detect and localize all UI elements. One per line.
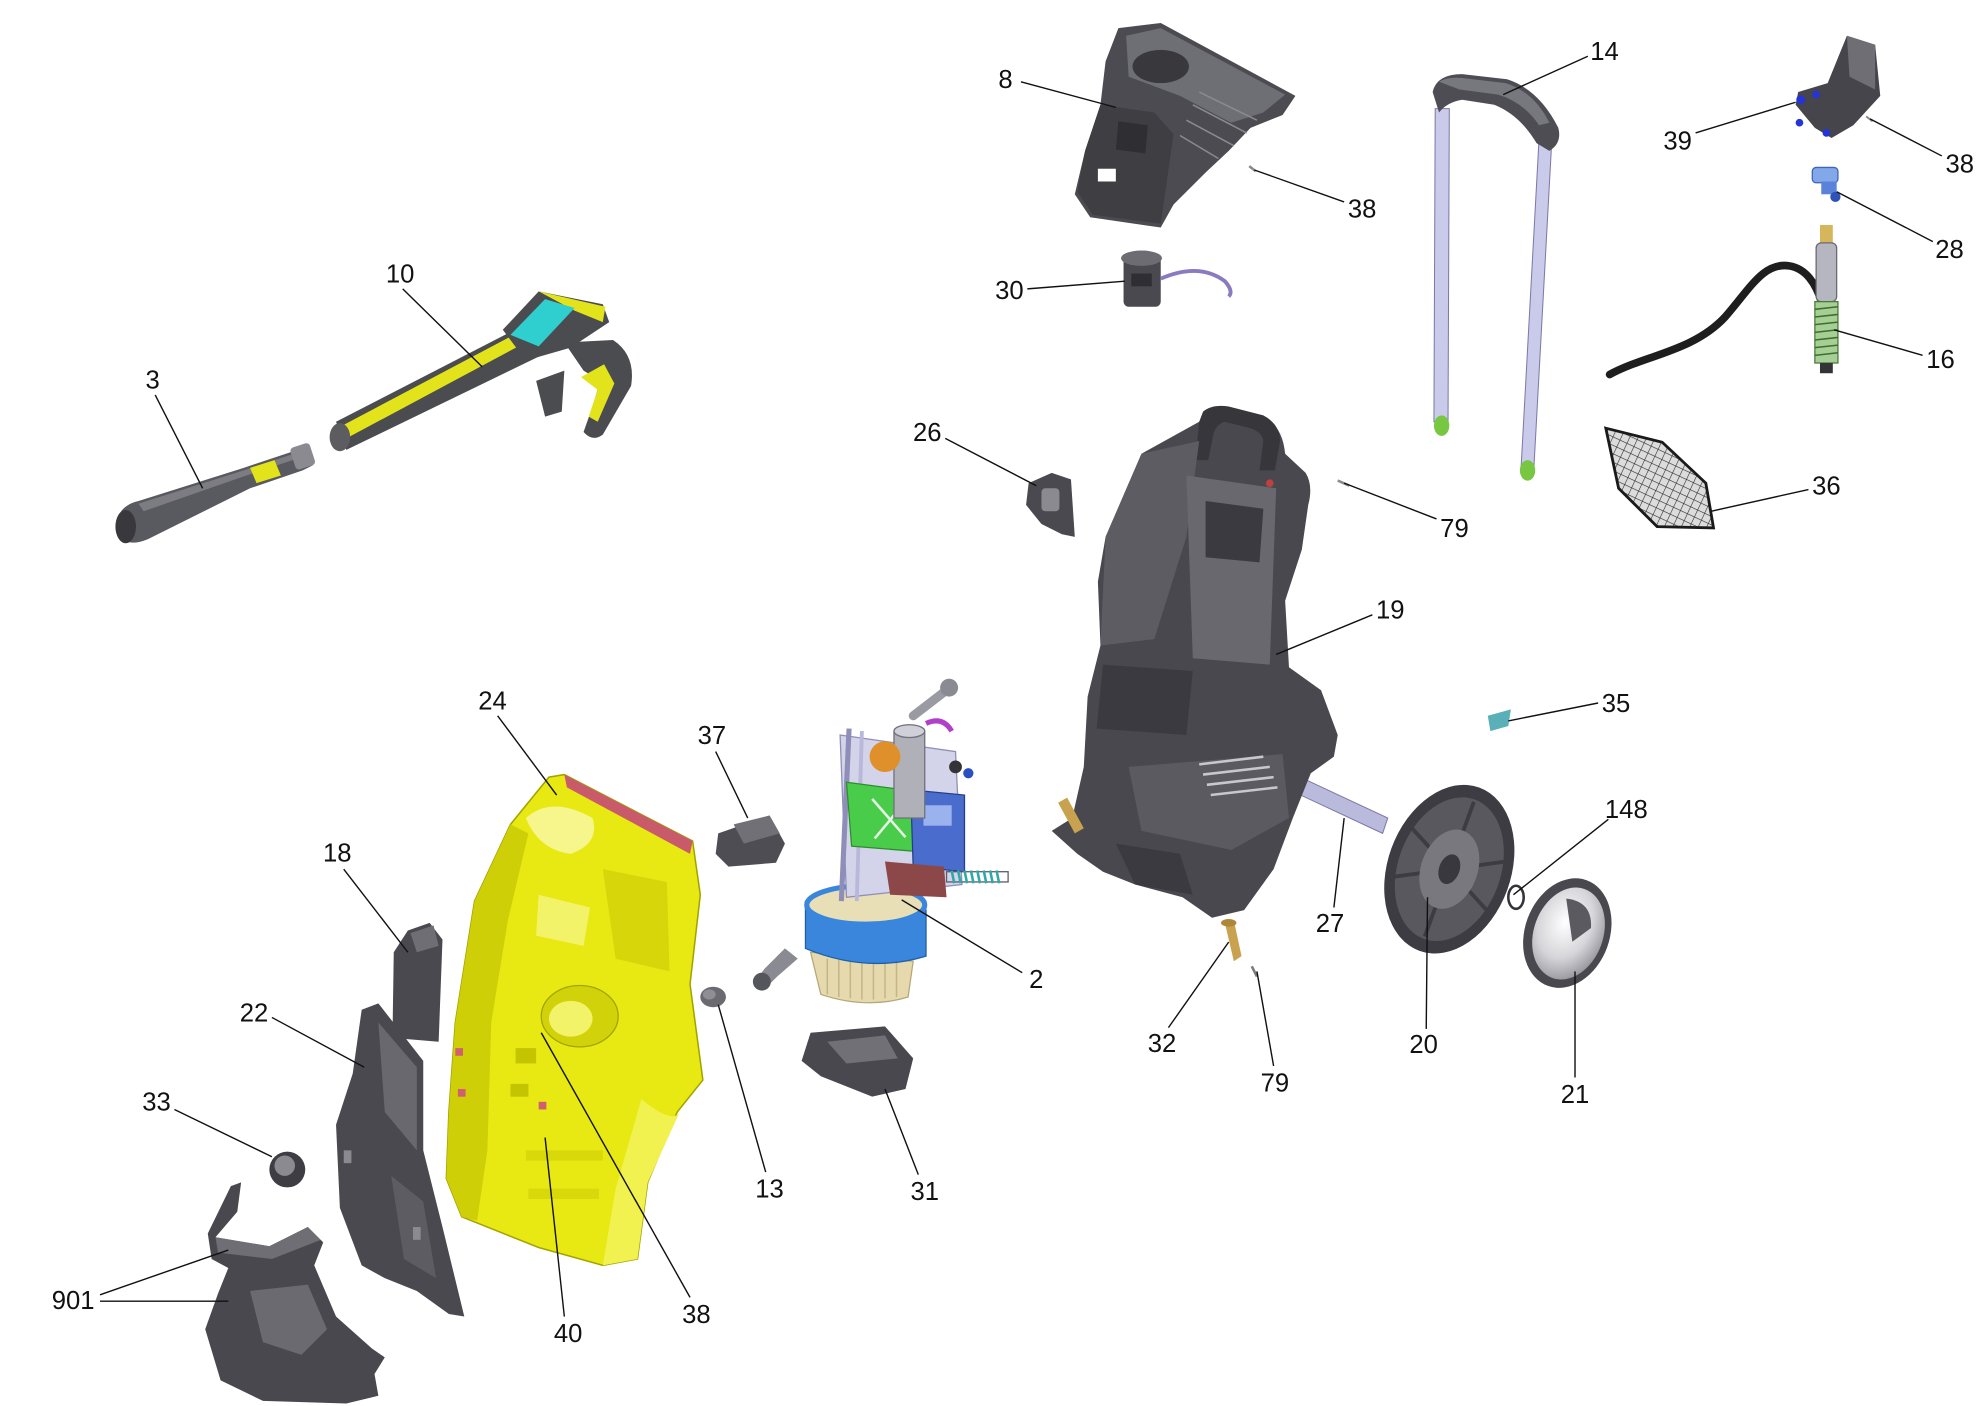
leader-line	[1695, 101, 1796, 134]
callout-label-21: 21	[1561, 1081, 1590, 1109]
callout-label-28: 28	[1935, 236, 1964, 264]
callout-label-31: 31	[910, 1178, 939, 1206]
hose-fitting	[1811, 166, 1841, 202]
callout-label-13: 13	[755, 1176, 784, 1204]
callout-label-20: 20	[1409, 1031, 1438, 1059]
leader-line	[1513, 818, 1609, 896]
wheel	[1384, 784, 1515, 954]
leader-line	[1333, 817, 1345, 908]
leader-line	[154, 394, 204, 489]
callout-label-19: 19	[1376, 597, 1405, 625]
label-sticker	[1487, 709, 1511, 732]
leader-line	[1020, 81, 1117, 109]
base-bracket	[801, 1026, 914, 1097]
callout-label-30: 30	[995, 277, 1024, 305]
callout-label-38: 38	[1946, 151, 1975, 179]
callout-label-18: 18	[323, 840, 352, 868]
callout-label-148: 148	[1605, 796, 1648, 824]
callout-label-32: 32	[1148, 1030, 1177, 1058]
hose-clip	[1026, 472, 1075, 537]
leader-line	[1710, 488, 1809, 512]
callout-label-35: 35	[1602, 690, 1631, 718]
leader-line	[884, 1088, 919, 1175]
leader-lines	[99, 55, 1943, 1317]
screw	[1221, 919, 1242, 962]
side-cover	[392, 922, 443, 1042]
leader-line	[1869, 118, 1943, 157]
main-chassis	[1051, 405, 1350, 918]
leader-line	[1275, 614, 1373, 656]
callout-label-26: 26	[913, 419, 942, 447]
leader-line	[544, 1137, 566, 1317]
filter-mesh	[1603, 426, 1716, 530]
callout-label-36: 36	[1812, 473, 1841, 501]
callout-label-40: 40	[554, 1320, 583, 1348]
leader-line	[1343, 482, 1437, 520]
hub-cap	[1523, 878, 1612, 988]
push-handle	[1432, 74, 1560, 481]
knob	[700, 986, 726, 1008]
leader-line	[343, 868, 409, 953]
display-panel	[510, 299, 575, 347]
valve	[1120, 250, 1233, 307]
callout-label-2: 2	[1029, 966, 1043, 994]
leader-line	[1508, 702, 1599, 722]
side-panel	[336, 1003, 465, 1317]
screw-39	[1796, 95, 1806, 105]
storage-tray	[1074, 23, 1296, 228]
callout-label-39: 39	[1663, 128, 1692, 156]
leader-line	[174, 1108, 273, 1158]
leader-line	[1027, 280, 1125, 290]
callout-label-14: 14	[1590, 38, 1619, 66]
callout-label-3: 3	[145, 367, 159, 395]
callout-label-901: 901	[52, 1287, 95, 1315]
motor-pump-assembly	[752, 678, 1009, 1004]
callout-labels: 8 14 39 38 38 28 30 10 16 3 26 79 36 19 …	[52, 38, 1974, 1348]
leader-line	[1833, 329, 1923, 357]
pin	[1250, 965, 1259, 978]
leader-line	[271, 1016, 365, 1068]
screw	[1058, 797, 1084, 834]
front-housing	[445, 773, 704, 1267]
leader-line	[1254, 169, 1345, 203]
spray-lance	[115, 443, 316, 544]
callout-label-37: 37	[698, 722, 727, 750]
callout-label-27: 27	[1316, 910, 1345, 938]
callout-label-22: 22	[240, 999, 269, 1027]
callout-label-33: 33	[142, 1089, 171, 1117]
spray-gun	[329, 291, 632, 452]
callout-label-24: 24	[478, 687, 507, 715]
leader-line	[402, 288, 483, 368]
leader-line	[497, 715, 558, 796]
leader-line	[1167, 941, 1230, 1029]
leader-line	[99, 1249, 229, 1296]
leader-line	[901, 899, 1023, 974]
switch-knob	[269, 1151, 306, 1188]
leader-line	[1502, 55, 1589, 96]
leader-line	[1425, 897, 1429, 1029]
leader-line	[540, 1032, 691, 1298]
bottom-cover	[205, 1182, 385, 1404]
clip-cover	[715, 815, 785, 867]
leader-line	[717, 1004, 767, 1173]
callout-label-10: 10	[386, 261, 415, 289]
callout-label-38: 38	[682, 1301, 711, 1329]
leader-line	[944, 437, 1037, 487]
callout-label-16: 16	[1926, 346, 1955, 374]
callout-label-79: 79	[1261, 1070, 1290, 1098]
callout-label-79: 79	[1440, 515, 1469, 543]
callout-label-8: 8	[998, 66, 1012, 94]
axle	[1299, 778, 1389, 835]
callout-label-38: 38	[1348, 195, 1377, 223]
leader-line	[715, 751, 749, 819]
leader-line	[1836, 191, 1934, 243]
suction-hose	[1605, 224, 1839, 379]
retaining-ring	[1507, 884, 1525, 911]
leader-line	[1256, 971, 1275, 1067]
hose-bracket	[1795, 35, 1881, 139]
